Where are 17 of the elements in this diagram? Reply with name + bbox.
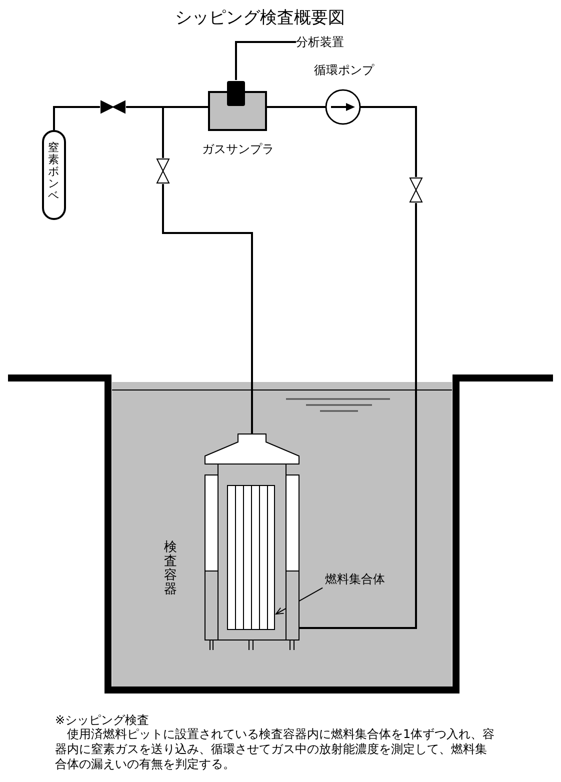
pipe-line: [162, 184, 253, 434]
pipe-line: [53, 106, 100, 130]
gas-cylinder: [42, 130, 66, 220]
pipe-line: [235, 41, 296, 80]
node-label: 循環ポンプ: [314, 62, 374, 79]
pipe-line: [266, 106, 326, 108]
pipe-line: [360, 106, 417, 177]
node-label: ガスサンプラ: [202, 141, 274, 158]
note-text: 使用済燃料ピットに設置されている検査容器内に燃料集合体を1体ずつ入れ、容器内に窒素ガスを送り込み、循環させてガス中の放射能濃度を測定して、燃料集合体の漏えいの有無を判定する。: [55, 727, 495, 772]
note-heading: ※シッピング検査: [55, 712, 150, 728]
pipe-line: [162, 106, 208, 158]
node-label: 燃料集合体: [325, 571, 385, 587]
pipe-line: [299, 203, 417, 629]
node-label: 窒素ボンベ: [48, 142, 59, 202]
diagram-title: シッピング検査概要図: [175, 7, 345, 29]
node-label: 分析装置: [296, 34, 344, 50]
node-label: 検査容器: [164, 541, 177, 598]
